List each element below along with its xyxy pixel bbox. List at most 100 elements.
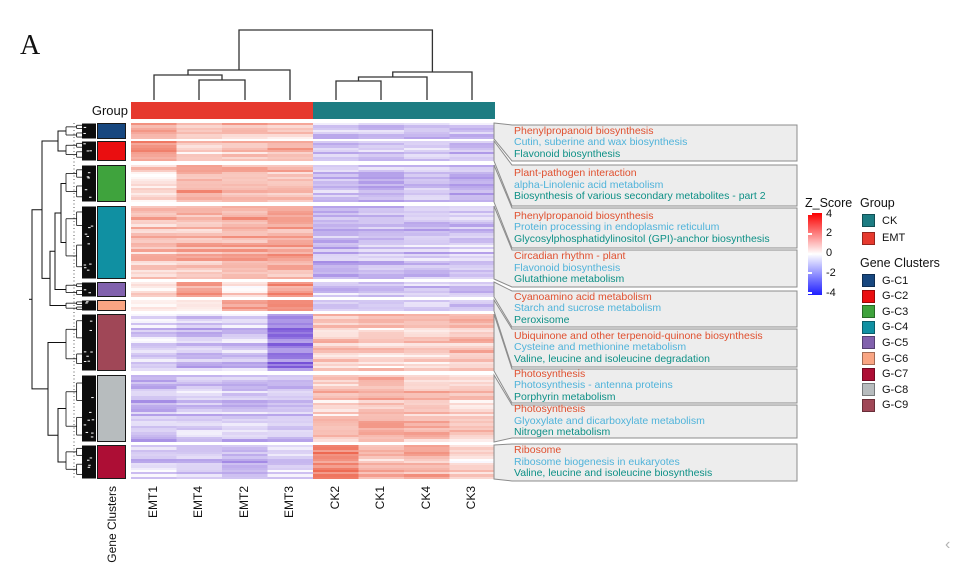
heatmap-row: [131, 192, 495, 196]
heatmap-row: [131, 274, 495, 277]
heatmap-row: [131, 290, 495, 293]
heatmap-row: [131, 381, 495, 385]
pathway-line: Porphyrin metabolism: [514, 390, 616, 403]
heatmap-row: [131, 127, 495, 130]
column-label-CK1: CK1: [373, 486, 388, 510]
heatmap-row: [131, 439, 495, 442]
pathway-line: Photosynthesis - antenna proteins: [514, 379, 673, 392]
heatmap-row: [131, 434, 495, 438]
heatmap-row: [131, 318, 495, 321]
heatmap-row: [131, 407, 495, 410]
pathway-line: Plant-pathogen interaction: [514, 167, 637, 180]
pathway-line: Ubiquinone and other terpenoid-quinone b…: [514, 329, 763, 342]
heatmap-row: [131, 447, 495, 450]
legend-swatch-G-C3: [862, 305, 875, 319]
column-label-EMT2: EMT2: [236, 486, 251, 519]
heatmap-row: [131, 167, 495, 170]
heatmap-row: [131, 156, 495, 159]
legend-swatch-EMT: [862, 231, 875, 245]
column-label-EMT3: EMT3: [282, 486, 297, 519]
heatmap-row: [131, 292, 495, 295]
heatmap-row: [131, 263, 495, 266]
legend-swatch-G-C9: [862, 398, 875, 412]
legend-label-EMT: EMT: [882, 232, 906, 244]
heatmap-row: [131, 224, 495, 227]
legend-label-G-C1: G-C1: [882, 274, 909, 287]
heatmap-row: [131, 269, 495, 273]
heatmap-row: [131, 476, 495, 479]
heatmap-row: [131, 240, 495, 243]
heatmap-row: [131, 247, 495, 250]
zscore-tick-label: 0: [826, 247, 833, 259]
pathway-line: Peroxisome: [514, 313, 570, 326]
heatmap-row: [131, 149, 495, 153]
cluster-bar-block-G-C5: [97, 282, 126, 297]
zscore-tick-label: -2: [826, 266, 836, 279]
column-label-CK2: CK2: [327, 486, 342, 510]
legend-swatch-G-C6: [862, 352, 875, 365]
heatmap-row: [131, 190, 495, 193]
heatmap-row: [131, 244, 495, 248]
group-axis-label: Group: [91, 103, 128, 118]
cluster-bar-block-G-C7: [97, 445, 126, 479]
zscore-tick-label: -4: [826, 286, 836, 299]
legend-label-G-C4: G-C4: [882, 321, 909, 334]
pathway-line: Valine, leucine and isoleucine degradati…: [514, 352, 710, 365]
heatmap-band-G-C4: [131, 206, 495, 279]
zscore-tick-mark: [808, 213, 812, 215]
heatmap-row: [131, 284, 495, 287]
heatmap-band-G-C8: [131, 375, 495, 442]
heatmap-row: [131, 288, 495, 291]
zscore-tick-mark: [808, 252, 812, 255]
heatmap-row: [131, 430, 495, 433]
legend-swatch-G-C4: [862, 320, 875, 334]
heatmap-row: [131, 242, 495, 245]
heatmap-row: [131, 276, 495, 279]
heatmap-row: [131, 323, 495, 326]
heatmap-row: [131, 465, 495, 468]
legend-label-G-C7: G-C7: [882, 368, 909, 381]
legend-swatch-G-C5: [862, 336, 875, 350]
heatmap-row: [131, 237, 495, 241]
heatmap-row: [131, 341, 495, 344]
heatmap-row: [131, 329, 495, 333]
heatmap-row: [131, 221, 495, 225]
heatmap-row: [131, 357, 495, 360]
heatmap-row: [131, 143, 495, 146]
heatmap-row: [131, 181, 495, 184]
heatmap-row: [131, 231, 495, 234]
column-label-EMT4: EMT4: [191, 486, 206, 519]
heatmap-row: [131, 306, 495, 309]
heatmap-row: [131, 314, 495, 317]
heatmap-row: [131, 336, 495, 339]
heatmap-row: [131, 384, 495, 387]
legend-swatch-G-C7: [862, 367, 875, 381]
heatmap-row: [131, 147, 495, 150]
pathway-line: alpha-Linolenic acid metabolism: [514, 178, 664, 191]
heatmap-row: [131, 251, 495, 254]
heatmap-row: [131, 286, 495, 289]
pathway-line: Valine, leucine and isoleucine biosynthe…: [514, 467, 713, 480]
heatmap-row: [131, 379, 495, 382]
heatmap-row: [131, 402, 495, 405]
legend-label-CK: CK: [882, 214, 898, 227]
heatmap-row: [131, 206, 495, 209]
cluster-bar-block-G-C9: [97, 314, 126, 371]
pathway-line: Ribosome: [514, 444, 562, 457]
legend-label-G-C9: G-C9: [882, 399, 909, 412]
heatmap-row: [131, 411, 495, 415]
heatmap-row: [131, 320, 495, 324]
heatmap-row: [131, 397, 495, 401]
legend-swatch-G-C1: [862, 274, 875, 287]
heatmap-row: [131, 304, 495, 307]
cluster-bar-block-G-C8: [97, 375, 126, 442]
heatmap-row: [131, 152, 495, 155]
pathway-line: Protein processing in endoplasmic reticu…: [514, 221, 720, 234]
legend-label-G-C3: G-C3: [882, 305, 909, 318]
heatmap-row: [131, 472, 495, 475]
heatmap-row: [131, 467, 495, 470]
